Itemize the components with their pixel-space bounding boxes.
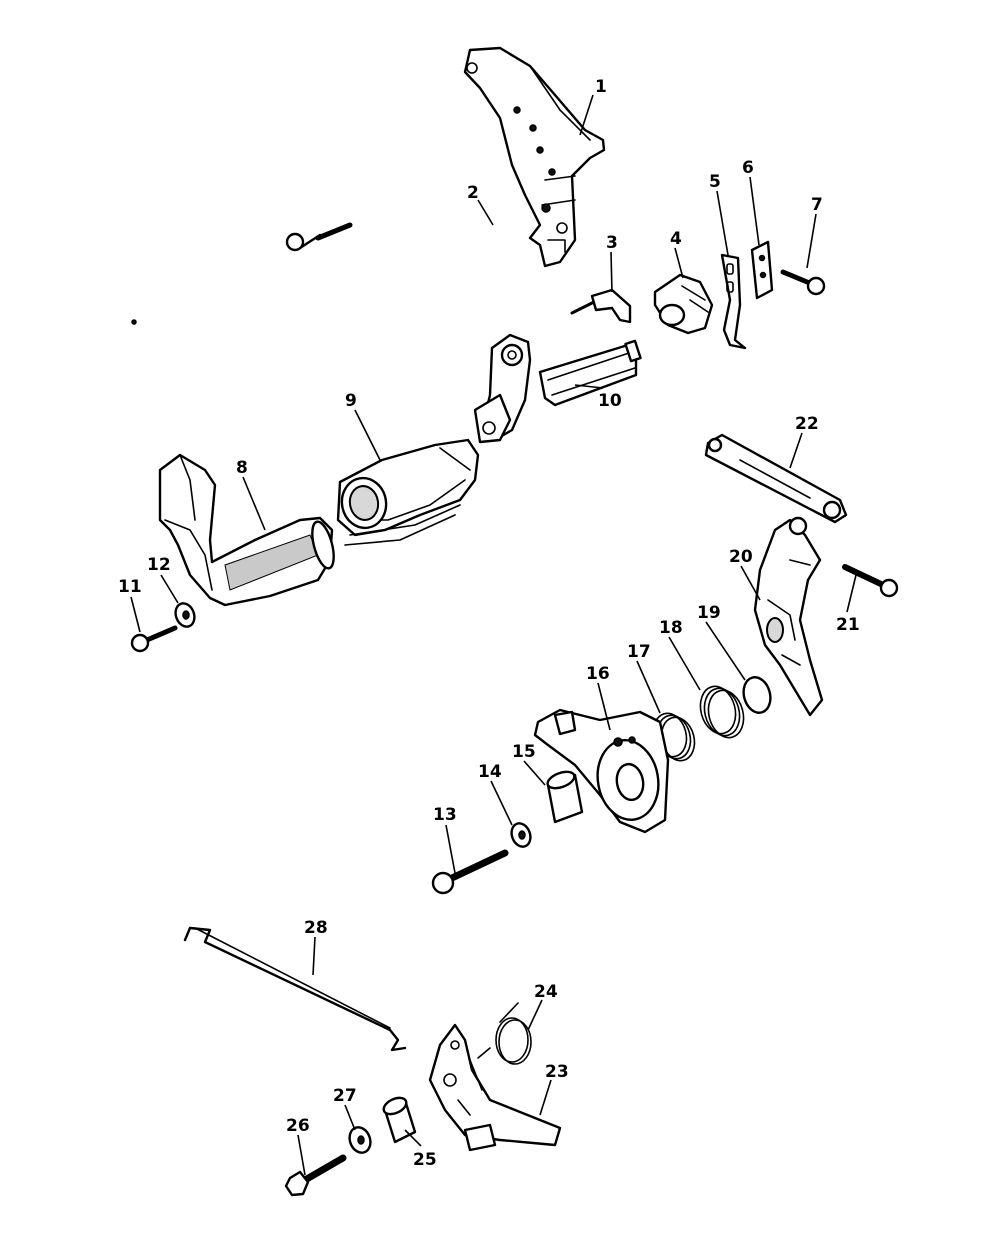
callout-11: 11 (118, 577, 142, 597)
leader-lines (130, 94, 857, 1176)
part-27-washer (348, 1126, 372, 1154)
part-24-spring (477, 1002, 532, 1065)
callout-8: 8 (236, 458, 248, 478)
part-22-link (704, 433, 848, 524)
part-25-spacer (382, 1096, 417, 1144)
part-2-screw (285, 222, 353, 252)
callout-5: 5 (709, 172, 721, 192)
callout-19: 19 (697, 603, 721, 623)
callout-16: 16 (586, 664, 610, 684)
part-23-lever (428, 1023, 562, 1152)
callout-27: 27 (333, 1086, 357, 1106)
part-8-handle (158, 453, 335, 607)
part-18-spring (699, 685, 745, 739)
part-5-strap (720, 253, 747, 350)
callout-14: 14 (478, 762, 502, 782)
callout-21: 21 (836, 615, 860, 635)
callout-9: 9 (345, 391, 357, 411)
part-4-collar (653, 273, 714, 335)
part-15-spacer (546, 770, 584, 824)
callout-26: 26 (286, 1116, 310, 1136)
callout-24: 24 (534, 982, 558, 1002)
part-21-screw (842, 564, 899, 598)
callout-3: 3 (606, 233, 618, 253)
callout-18: 18 (659, 618, 683, 638)
part-10-shaft (473, 333, 642, 444)
part-28-rod (183, 926, 407, 1052)
callout-17: 17 (627, 642, 651, 662)
part-7-screw (780, 269, 826, 296)
part-9-boot (336, 438, 480, 546)
callout-28: 28 (304, 918, 328, 938)
part-26-bolt (284, 1154, 347, 1197)
callout-7: 7 (811, 195, 823, 215)
part-12-washer (174, 602, 196, 628)
part-20-lever (753, 516, 824, 717)
part-19-washer (742, 676, 772, 714)
callout-13: 13 (433, 805, 457, 825)
callout-12: 12 (147, 555, 171, 575)
part-3-latch (570, 288, 632, 324)
callout-15: 15 (512, 742, 536, 762)
callout-labels: 1 2 3 4 5 6 7 8 9 10 11 12 13 14 15 16 1… (118, 77, 860, 1170)
part-11-screw (130, 625, 178, 653)
callout-23: 23 (545, 1062, 569, 1082)
part-1-bracket (463, 46, 606, 268)
callout-10: 10 (598, 391, 622, 411)
callout-25: 25 (413, 1150, 437, 1170)
callout-6: 6 (742, 158, 754, 178)
callout-2: 2 (467, 183, 479, 203)
part-14-washer (510, 822, 532, 848)
callout-20: 20 (729, 547, 753, 567)
callout-22: 22 (795, 414, 819, 434)
part-13-screw (431, 849, 509, 895)
part-6-plate (750, 240, 774, 300)
callout-4: 4 (670, 229, 682, 249)
callout-1: 1 (595, 77, 607, 97)
